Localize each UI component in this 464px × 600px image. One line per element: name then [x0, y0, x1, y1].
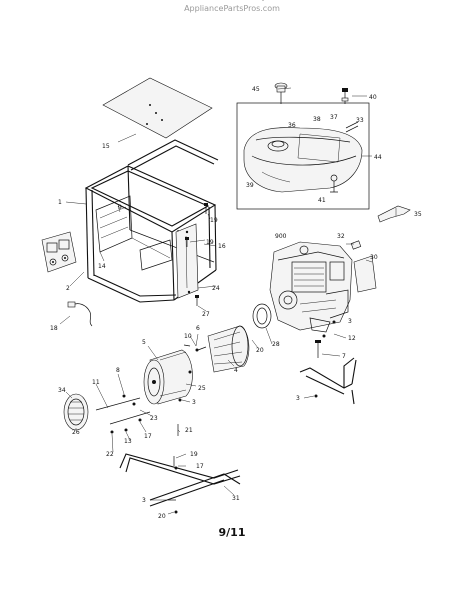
- top-panel-plate: [102, 77, 213, 143]
- callout-7: 7: [342, 353, 346, 360]
- callout-6: 6: [196, 325, 200, 332]
- through-bolt: [95, 397, 151, 425]
- callout-3c: 3: [192, 399, 196, 406]
- callout-44: 44: [374, 154, 382, 161]
- frame-bolts: [185, 203, 208, 306]
- callout-37: 37: [330, 114, 338, 121]
- callout-900: 900: [275, 233, 287, 240]
- callout-25: 25: [198, 385, 206, 392]
- callout-11: 11: [92, 379, 100, 386]
- callout-5: 5: [142, 339, 146, 346]
- callout-13: 13: [124, 438, 132, 445]
- callout-28: 28: [272, 341, 280, 348]
- fuel-cap: [274, 82, 288, 104]
- callout-1: 1: [58, 199, 62, 206]
- callout-34: 34: [58, 387, 66, 394]
- fuel-gauge: [341, 88, 349, 104]
- wheel-base-rail: [119, 453, 241, 507]
- callout-41: 41: [318, 197, 326, 204]
- callout-40: 40: [369, 94, 377, 101]
- callout-31: 31: [232, 495, 240, 502]
- callout-22: 22: [106, 451, 114, 458]
- control-panel: [41, 231, 77, 273]
- callout-17a: 17: [144, 433, 152, 440]
- callout-27: 27: [202, 311, 210, 318]
- callout-17b: 17: [196, 463, 204, 470]
- callout-9: 9: [118, 204, 122, 211]
- callout-19a: 19: [210, 217, 218, 224]
- page-number: 9/11: [218, 526, 246, 539]
- callout-2: 2: [66, 285, 70, 292]
- callout-45: 45: [252, 86, 260, 93]
- engine-mount-rail: [299, 340, 357, 405]
- callout-4: 4: [234, 367, 238, 374]
- tubular-frame: [84, 139, 219, 303]
- callout-36: 36: [288, 122, 296, 129]
- alternator: [143, 349, 193, 405]
- callout-3a: 3: [348, 318, 352, 325]
- stator-housing: [207, 325, 250, 373]
- callout-8: 8: [116, 367, 120, 374]
- callout-33: 33: [356, 117, 364, 124]
- callout-3d: 3: [142, 497, 146, 504]
- callout-21: 21: [185, 427, 193, 434]
- callout-26: 26: [72, 429, 80, 436]
- callout-16: 16: [218, 243, 226, 250]
- air-filter: [350, 240, 377, 293]
- power-cord: [67, 301, 93, 327]
- site-watermark: AppliancePartsPros.com: [184, 4, 280, 13]
- engine-assembly: [269, 241, 353, 333]
- callout-10: 10: [184, 333, 192, 340]
- fuel-tank-detail-box: [236, 102, 370, 210]
- callout-12: 12: [348, 335, 356, 342]
- callout-35: 35: [414, 211, 422, 218]
- callout-15: 15: [102, 143, 110, 150]
- callout-39: 39: [246, 182, 254, 189]
- mounting-bracket: [175, 223, 199, 299]
- adapter-ring: [252, 303, 272, 329]
- callout-19c: 19: [190, 451, 198, 458]
- callout-3b: 3: [296, 395, 300, 402]
- callout-29: 20: [256, 347, 264, 354]
- callout-20: 20: [158, 513, 166, 520]
- callout-14: 14: [98, 263, 106, 270]
- small-hardware: [110, 320, 336, 514]
- callout-38: 38: [313, 116, 321, 123]
- leader-lines: [59, 0, 373, 515]
- callout-30: 30: [370, 254, 378, 261]
- callout-labels: 15 1 9 19 16 19 14 2 24 27 18 45 40 36 3…: [50, 86, 422, 520]
- callout-24: 24: [212, 285, 220, 292]
- end-cover: [63, 393, 89, 431]
- callout-18: 18: [50, 325, 58, 332]
- callout-19b: 19: [206, 239, 214, 246]
- callout-32: 32: [337, 233, 345, 240]
- tank-bracket: [377, 205, 411, 223]
- callout-23: 23: [150, 415, 158, 422]
